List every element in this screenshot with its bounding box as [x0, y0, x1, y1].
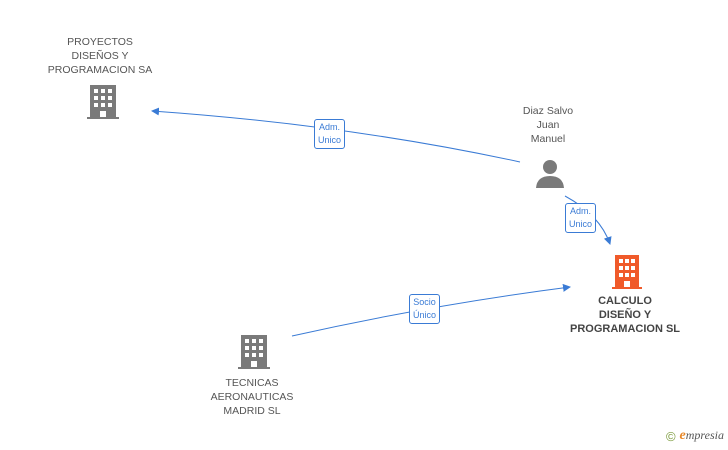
brand-logo: empresia — [679, 428, 724, 443]
edge-label-diaz-calculo[interactable]: Adm. Unico — [565, 203, 597, 233]
node-label-diaz: Diaz Salvo Juan Manuel — [522, 105, 574, 145]
node-label-calculo: CALCULO DISEÑO Y PROGRAMACION SL — [570, 295, 680, 335]
node-label-proyectos: PROYECTOS DISEÑOS Y PROGRAMACION SA — [47, 36, 153, 76]
building-icon[interactable] — [238, 335, 270, 369]
brand-footer: © empresia — [666, 428, 724, 444]
edge-label-diaz-proyectos[interactable]: Adm. Unico — [314, 119, 346, 149]
building-icon[interactable] — [87, 85, 119, 119]
copyright-icon: © — [665, 428, 676, 444]
edge-label-tecnicas-calculo[interactable]: Socio Único — [409, 294, 441, 324]
node-label-tecnicas: TECNICAS AERONAUTICAS MADRID SL — [210, 377, 294, 417]
person-icon[interactable] — [535, 158, 565, 188]
building-icon[interactable] — [612, 255, 642, 289]
